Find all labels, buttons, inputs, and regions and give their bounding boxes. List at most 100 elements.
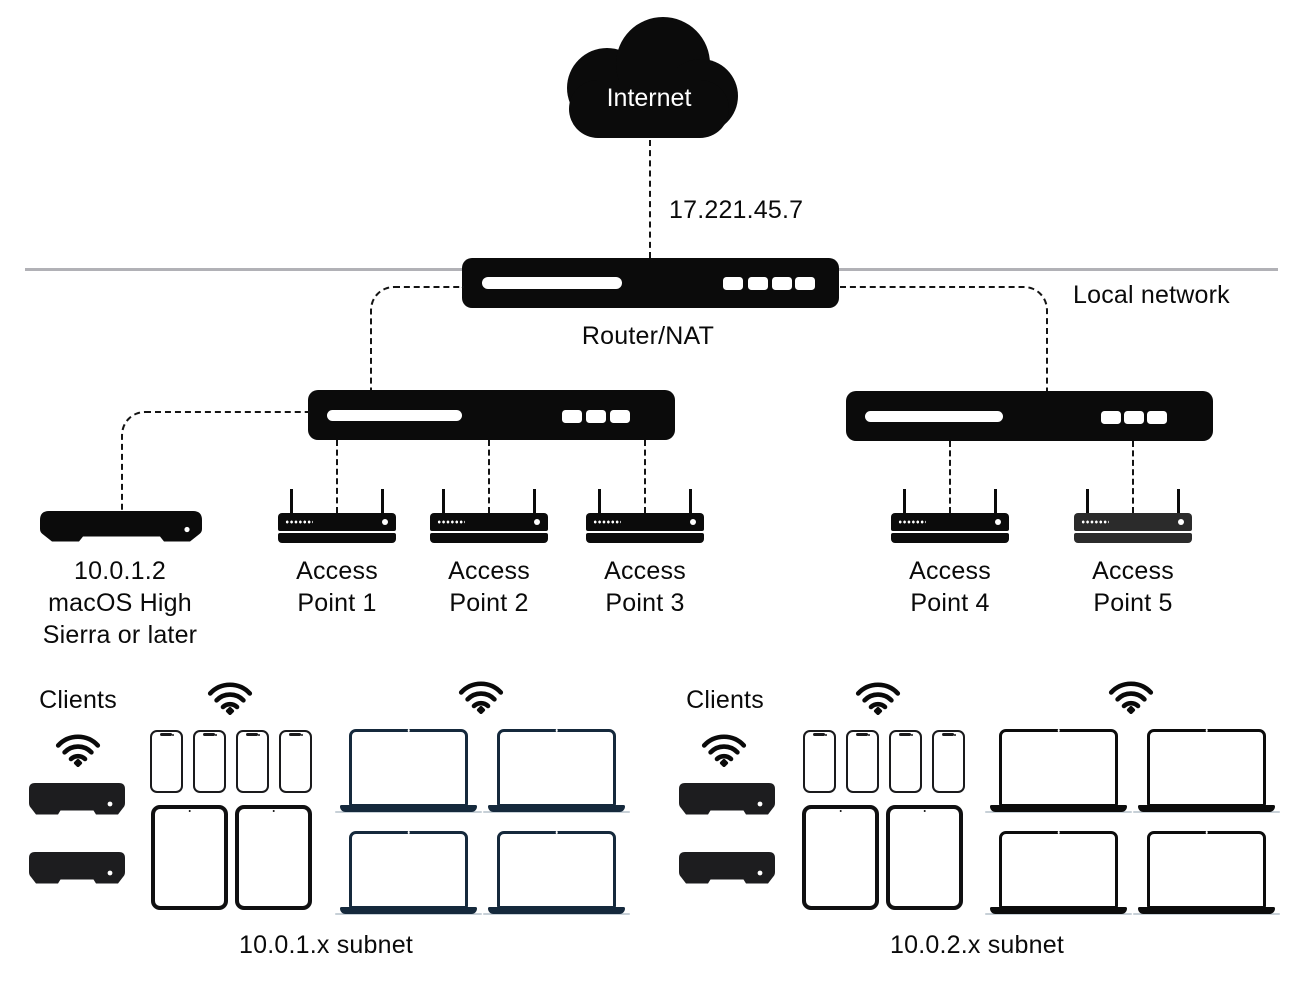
router-label: Router/NAT bbox=[581, 322, 715, 350]
access-point-label: Access Point 5 bbox=[1092, 557, 1174, 617]
laptop-base bbox=[488, 907, 625, 914]
laptop-shadow bbox=[335, 811, 482, 813]
access-point-body bbox=[430, 513, 548, 531]
laptop-base bbox=[340, 805, 477, 812]
status-led bbox=[534, 519, 540, 525]
macbook-device bbox=[1133, 831, 1280, 915]
tablet-camera-dot bbox=[188, 809, 191, 813]
laptop-base bbox=[990, 907, 1127, 914]
connection-switch-ap5 bbox=[1132, 441, 1134, 513]
antenna bbox=[381, 489, 384, 515]
phone-camera-dot bbox=[257, 733, 260, 736]
phone-notch bbox=[245, 732, 258, 736]
phone-notch bbox=[941, 732, 954, 736]
laptop-screen bbox=[497, 729, 616, 807]
switch-port bbox=[610, 410, 630, 423]
phone-camera-dot bbox=[867, 733, 870, 736]
laptop-screen bbox=[999, 729, 1118, 807]
phone-camera-dot bbox=[953, 733, 956, 736]
phone-camera-dot bbox=[171, 733, 174, 736]
clients-label: Clients bbox=[686, 686, 764, 714]
phone-camera-dot bbox=[910, 733, 913, 736]
laptop-screen bbox=[999, 831, 1118, 909]
clients-label: Clients bbox=[39, 686, 117, 714]
ipad-device bbox=[151, 805, 228, 910]
antenna bbox=[1086, 489, 1089, 515]
laptop-base bbox=[1138, 907, 1275, 914]
laptop-camera-dot bbox=[1057, 831, 1060, 834]
laptop-shadow bbox=[483, 811, 630, 813]
ipad-device bbox=[802, 805, 879, 910]
subnet-label: 10.0.1.x subnet bbox=[239, 931, 413, 959]
switch-port-bar bbox=[865, 411, 1003, 422]
iphone-device bbox=[150, 730, 183, 793]
iphone-device bbox=[932, 730, 965, 793]
iphone-device bbox=[803, 730, 836, 793]
antenna bbox=[689, 489, 692, 515]
connection-switch-ap3 bbox=[644, 440, 646, 513]
macbook-device bbox=[985, 831, 1132, 915]
phone-notch bbox=[855, 732, 868, 736]
access-point-label: Access Point 3 bbox=[604, 557, 686, 617]
wan-ip-label: 17.221.45.7 bbox=[669, 196, 804, 224]
laptop-camera-dot bbox=[1057, 729, 1060, 732]
macbook-device bbox=[1133, 729, 1280, 813]
access-point-body bbox=[278, 513, 396, 531]
access-point-base bbox=[430, 533, 548, 543]
switch-port bbox=[1124, 411, 1144, 424]
laptop-shadow bbox=[483, 913, 630, 915]
laptop-shadow bbox=[1133, 811, 1280, 813]
iphone-device bbox=[846, 730, 879, 793]
laptop-camera-dot bbox=[407, 729, 410, 732]
internet-label: Internet bbox=[606, 84, 692, 112]
status-dots bbox=[437, 520, 465, 524]
iphone-device bbox=[279, 730, 312, 793]
laptop-camera-dot bbox=[555, 831, 558, 834]
antenna bbox=[1177, 489, 1180, 515]
switch-port bbox=[1147, 411, 1167, 424]
wifi-icon bbox=[1108, 678, 1154, 714]
access-point-label: Access Point 2 bbox=[448, 557, 530, 617]
laptop-shadow bbox=[985, 811, 1132, 813]
macbook-device bbox=[985, 729, 1132, 813]
access-point-base bbox=[1074, 533, 1192, 543]
access-point-label: Access Point 1 bbox=[296, 557, 378, 617]
network-switch-right bbox=[846, 391, 1213, 441]
laptop-screen bbox=[349, 831, 468, 909]
laptop-shadow bbox=[985, 913, 1132, 915]
router-port bbox=[723, 277, 743, 290]
access-point-base bbox=[586, 533, 704, 543]
status-led bbox=[382, 519, 388, 525]
switch-port-bar bbox=[327, 410, 462, 421]
laptop-screen bbox=[349, 729, 468, 807]
subnet-label: 10.0.2.x subnet bbox=[890, 931, 1064, 959]
status-led bbox=[995, 519, 1001, 525]
laptop-base bbox=[990, 805, 1127, 812]
status-led bbox=[1178, 519, 1184, 525]
tablet-camera-dot bbox=[923, 809, 926, 813]
connection-cloud-router bbox=[649, 140, 651, 258]
access-point-device bbox=[586, 489, 704, 543]
laptop-screen bbox=[497, 831, 616, 909]
cloud-icon bbox=[553, 12, 745, 140]
wifi-icon bbox=[207, 679, 253, 715]
tablet-camera-dot bbox=[839, 809, 842, 813]
macbook-device bbox=[335, 831, 482, 915]
wifi-icon bbox=[701, 731, 747, 767]
antenna bbox=[903, 489, 906, 515]
connection-switch-ap2 bbox=[488, 440, 490, 513]
antenna bbox=[442, 489, 445, 515]
access-point-body bbox=[891, 513, 1009, 531]
phone-camera-dot bbox=[300, 733, 303, 736]
status-led bbox=[690, 519, 696, 525]
status-dots bbox=[1081, 520, 1109, 524]
macbook-device bbox=[483, 831, 630, 915]
connection-switch-server bbox=[121, 411, 310, 514]
tablet-camera-dot bbox=[272, 809, 275, 813]
switch-port bbox=[586, 410, 606, 423]
access-point-device bbox=[1074, 489, 1192, 543]
access-point-label: Access Point 4 bbox=[909, 557, 991, 617]
access-point-device bbox=[430, 489, 548, 543]
set-top-box-device bbox=[679, 783, 775, 817]
